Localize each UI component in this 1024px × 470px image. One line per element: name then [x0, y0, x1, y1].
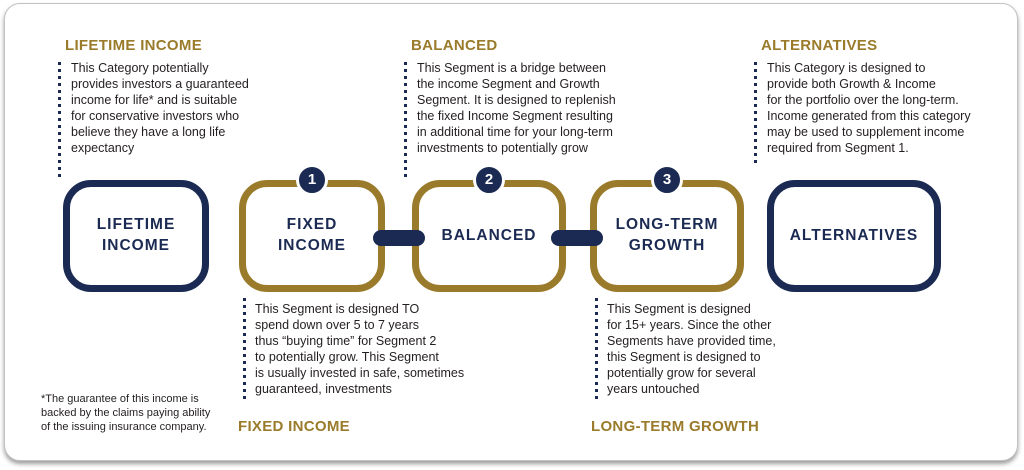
- long-term-growth-note-body: This Segment is designed for 15+ years. …: [607, 302, 776, 396]
- segment-box-label: FIXED INCOME: [278, 216, 346, 254]
- dotted-connector: [243, 298, 246, 402]
- balanced-note-body: This Segment is a bridge between the inc…: [417, 61, 616, 155]
- connector-bar-balanced-to-growth: [551, 230, 603, 246]
- segment-box-label: ALTERNATIVES: [789, 226, 919, 244]
- guarantee-footnote: *The guarantee of this income is backed …: [41, 393, 211, 433]
- dotted-connector: [754, 62, 757, 166]
- lifetime-income-note-heading: LIFETIME INCOME: [65, 37, 202, 54]
- segment-number-badge-2: 2: [473, 164, 505, 196]
- segment-number-badge-1: 1: [296, 164, 328, 196]
- segment-number-badge-3: 3: [651, 164, 683, 196]
- long-term-growth-note-heading: LONG-TERM GROWTH: [591, 418, 760, 435]
- segment-box-balanced: BALANCED: [412, 180, 566, 292]
- lifetime-income-note-body: This Category potentially provides inves…: [71, 61, 249, 155]
- segment-box-label: BALANCED: [441, 226, 537, 244]
- dotted-connector: [595, 298, 598, 402]
- segment-box-alternatives: ALTERNATIVES: [767, 180, 941, 292]
- dotted-connector: [58, 62, 61, 178]
- fixed-income-note-heading: FIXED INCOME: [238, 418, 350, 435]
- balanced-note-heading: BALANCED: [411, 37, 498, 54]
- segment-box-label: LIFETIME INCOME: [96, 216, 176, 254]
- alternatives-note-heading: ALTERNATIVES: [761, 37, 878, 54]
- connector-bar-fixed-to-balanced: [373, 230, 425, 246]
- segment-box-fixed-income: FIXED INCOME: [239, 180, 385, 292]
- segment-box-lifetime-income: LIFETIME INCOME: [63, 180, 209, 292]
- segment-box-long-term-growth: LONG-TERM GROWTH: [590, 180, 744, 292]
- alternatives-note-body: This Category is designed to provide bot…: [767, 61, 971, 155]
- segment-box-label: LONG-TERM GROWTH: [615, 216, 719, 254]
- fixed-income-note-body: This Segment is designed TO spend down o…: [255, 302, 465, 396]
- dotted-connector: [404, 62, 407, 178]
- segments-diagram-card: LIFETIME INCOME This Category potentiall…: [4, 3, 1018, 461]
